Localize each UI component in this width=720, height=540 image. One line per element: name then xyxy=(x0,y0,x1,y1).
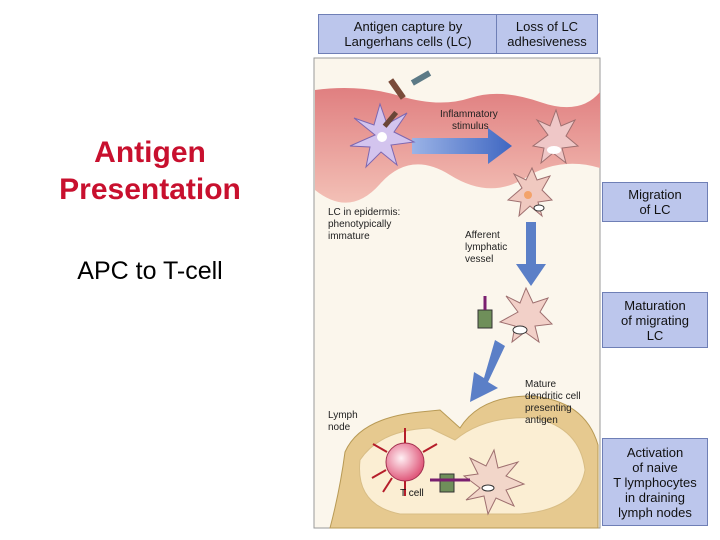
box-line: Migration xyxy=(628,187,682,202)
box-line: Langerhans cells (LC) xyxy=(344,34,472,49)
box-line: of naive xyxy=(632,459,678,475)
label-t-cell: T cell xyxy=(400,488,424,499)
lymph-node-inner xyxy=(359,417,586,515)
label-line: lymphatic xyxy=(465,242,507,253)
label-line: Mature xyxy=(525,379,557,390)
lc-cell-immature xyxy=(349,102,416,169)
label-line: stimulus xyxy=(452,121,489,132)
label-afferent-lymphatic: Afferent lymphatic vessel xyxy=(465,230,510,265)
label-line: presenting xyxy=(525,403,572,414)
box-line: of LC xyxy=(639,202,671,217)
mature-dendritic-cell xyxy=(462,448,526,516)
box-line: of migrating xyxy=(621,312,689,328)
label-line: Afferent xyxy=(465,230,500,241)
mhc-receptor-1 xyxy=(477,296,493,329)
slide-title: Antigen Presentation xyxy=(30,134,270,208)
label-inflammatory-stimulus: Inflammatory stimulus xyxy=(440,109,501,132)
label-lymph-node: Lymph node xyxy=(328,410,360,433)
lc-cell-migrating xyxy=(506,166,554,218)
box-line: lymph nodes xyxy=(618,504,692,520)
label-mature-dendritic-cell: Mature dendritic cell presenting antigen xyxy=(525,379,583,426)
box-line: Activation xyxy=(626,444,684,460)
label-line: Lymph xyxy=(328,410,358,421)
arrow-inflammatory xyxy=(412,128,512,164)
box-line: in draining xyxy=(625,489,685,505)
box-migration: Migration of LC xyxy=(602,182,708,222)
label-line: vessel xyxy=(465,254,493,265)
arrow-migration xyxy=(516,222,546,286)
label-line: immature xyxy=(328,231,370,242)
box-antigen-capture: Antigen capture by Langerhans cells (LC) xyxy=(318,14,498,54)
box-activation: Activation of naive T lymphocytes in dra… xyxy=(602,438,708,526)
t-cell xyxy=(371,428,438,496)
antigen-particles xyxy=(382,70,432,128)
box-loss-of-adhesiveness: Loss of LC adhesiveness xyxy=(496,14,598,54)
lc-cell-maturing xyxy=(498,286,554,344)
box-line: adhesiveness xyxy=(507,34,587,49)
label-line: node xyxy=(328,422,351,433)
title-line-1: Antigen xyxy=(94,136,206,169)
mhc-receptor-2 xyxy=(430,473,470,493)
label-line: LC in epidermis: xyxy=(328,207,400,218)
title-line-2: Presentation xyxy=(59,173,241,206)
label-line: phenotypically xyxy=(328,219,391,230)
box-line: Loss of LC xyxy=(515,19,579,34)
lc-cell-stimulated xyxy=(531,108,580,165)
box-line: Antigen capture by xyxy=(353,19,463,34)
box-line: Maturation xyxy=(624,297,686,313)
label-line: Inflammatory xyxy=(440,109,498,120)
arrow-afferent xyxy=(470,340,505,402)
slide-subtitle: APC to T-cell xyxy=(77,257,223,285)
box-line: LC xyxy=(646,327,664,343)
box-line: T lymphocytes xyxy=(613,474,697,490)
label-line: antigen xyxy=(525,415,558,426)
label-line: dendritic cell xyxy=(525,391,581,402)
label-lc-epidermis: LC in epidermis: phenotypically immature xyxy=(328,207,403,242)
box-maturation: Maturation of migrating LC xyxy=(602,292,708,348)
